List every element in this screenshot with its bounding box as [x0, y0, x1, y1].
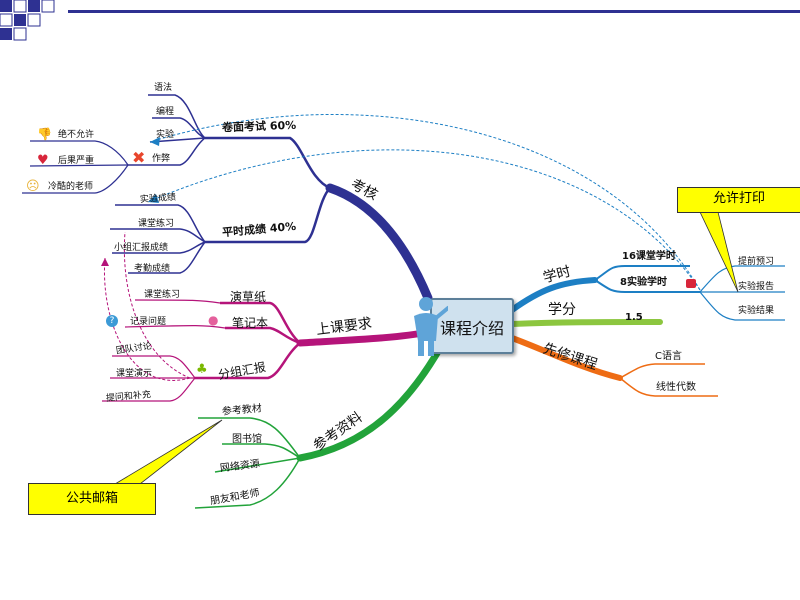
branch-cankao-line	[296, 344, 444, 462]
zuobi-item-3: 冷酷的老师	[48, 182, 94, 192]
piggy-bank-icon: ●	[208, 313, 219, 327]
zuobi-item-2: 后果严重	[58, 156, 95, 166]
kaohe-juanmian: 卷面考试 60%	[221, 118, 297, 135]
kaohe-item-biancheng: 编程	[156, 107, 175, 117]
branch-kaohe-line	[325, 183, 433, 303]
relation-arrow-3	[103, 257, 191, 381]
group-icon: ♣	[196, 362, 208, 377]
kaohe-item-shiyan: 实验	[156, 130, 175, 140]
zuobi-item-1: 绝不允许	[58, 130, 95, 140]
frown-face-icon: ☹	[26, 179, 40, 194]
callout-print-pointer	[699, 211, 739, 293]
shangke-bijiben: 笔记本	[232, 316, 269, 330]
relation-arrow-1	[149, 114, 701, 291]
branch-xueshi-line	[509, 277, 598, 313]
pingshi-item-3: 小组汇报成绩	[114, 243, 169, 253]
branch-xianxiu-line	[509, 335, 623, 381]
callout-print: 允许打印	[677, 187, 800, 213]
xueshi-item-2: 8实验学时	[620, 277, 667, 288]
xuefen-value: 1.5	[625, 312, 643, 323]
lab-item-2: 实验报告	[738, 282, 775, 292]
briefcase-icon	[686, 279, 696, 288]
callout-mailbox-pointer	[113, 419, 223, 485]
person-icon	[414, 297, 448, 356]
branch-xuefen: 学分	[548, 302, 576, 318]
yancao-item: 课堂练习	[144, 290, 181, 300]
kaohe-item-yufa: 语法	[154, 83, 173, 93]
center-title: 课程介绍	[439, 319, 504, 338]
callout-mailbox: 公共邮箱	[28, 483, 156, 515]
fenzu-item-2: 课堂演示	[116, 369, 153, 379]
pingshi-item-4: 考勤成绩	[134, 264, 171, 274]
corner-decoration	[0, 0, 55, 41]
cankao-item-2: 图书馆	[232, 434, 262, 445]
title-rule	[68, 10, 800, 13]
heart-icon: ♥	[37, 153, 49, 168]
question-icon: ?	[106, 315, 118, 327]
relation-arrow-4	[123, 231, 191, 379]
thumbs-down-icon: 👎	[37, 127, 52, 141]
shangke-yancaozhi: 演草纸	[230, 290, 267, 304]
branch-xuefen-line	[509, 319, 663, 327]
xueshi-item-1: 16课堂学时	[622, 251, 676, 262]
xianxiu-item-1: C语言	[655, 351, 682, 362]
center-node: 课程介绍	[430, 298, 514, 354]
lab-item-1: 提前预习	[738, 257, 775, 267]
biji-item: 记录问题	[130, 317, 167, 327]
lab-item-3: 实验结果	[738, 306, 775, 316]
relation-arrow-2	[147, 149, 701, 291]
pingshi-item-2: 课堂练习	[138, 219, 175, 229]
kaohe-item-zuobi: 作弊	[152, 154, 171, 164]
cross-icon: ✖	[132, 148, 146, 167]
xianxiu-item-2: 线性代数	[656, 382, 696, 393]
